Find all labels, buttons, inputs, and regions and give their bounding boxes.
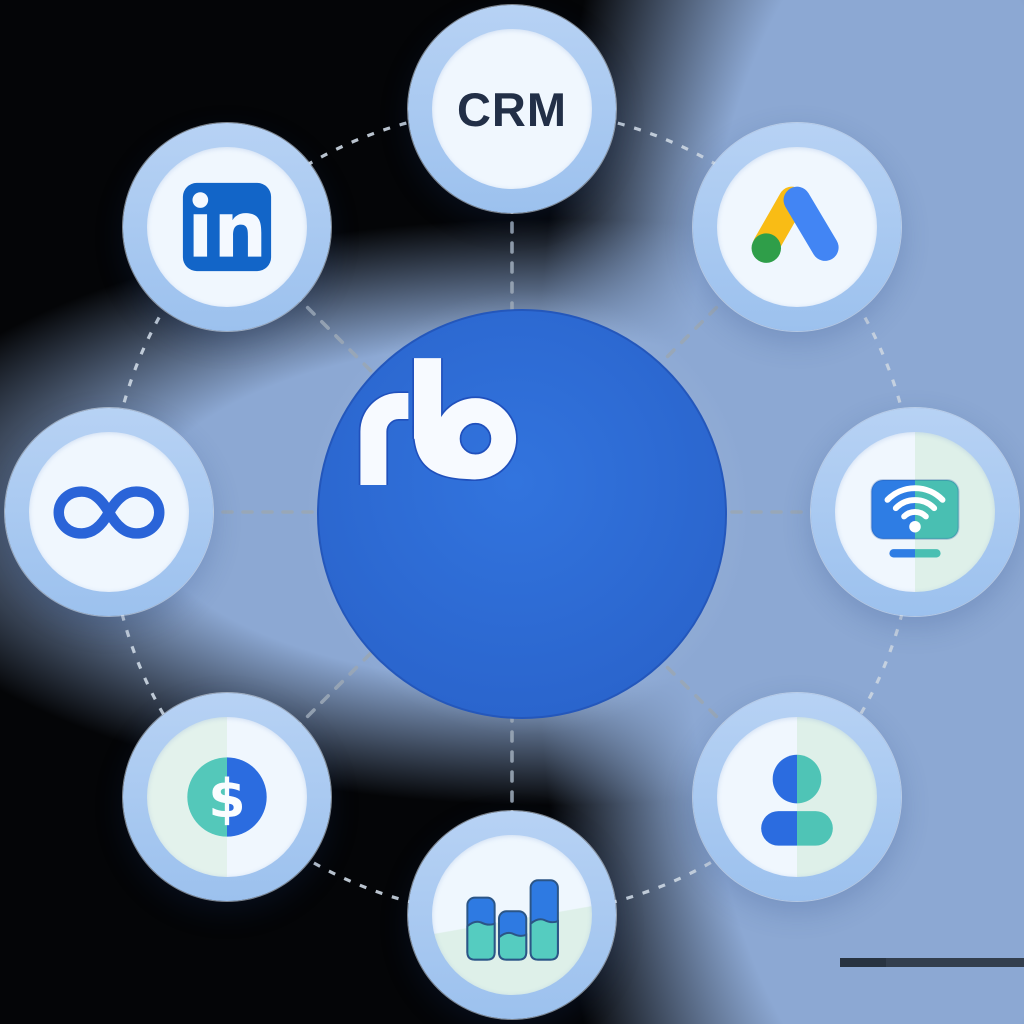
wifi-waves bbox=[884, 485, 946, 520]
letter-b-join bbox=[414, 427, 476, 480]
node-analytics bbox=[408, 811, 616, 1019]
node-contact-inner bbox=[717, 717, 877, 877]
google-ads-icon bbox=[751, 186, 839, 263]
rb-logo-letters bbox=[358, 358, 518, 485]
node-google-ads bbox=[693, 123, 901, 331]
bar-chart-icon bbox=[466, 879, 559, 961]
node-meta-inner bbox=[29, 432, 189, 592]
hub-rb-logo bbox=[317, 309, 727, 719]
node-connected-tv-inner bbox=[835, 432, 995, 592]
node-linkedin-inner bbox=[147, 147, 307, 307]
person-icon bbox=[761, 754, 833, 846]
node-analytics-inner bbox=[432, 835, 592, 995]
dollar-sign: $ bbox=[208, 767, 245, 830]
node-contact bbox=[693, 693, 901, 901]
meta-infinity-icon bbox=[53, 485, 165, 539]
crm-label: CRM bbox=[456, 82, 568, 136]
letter-r bbox=[360, 393, 409, 485]
dollar-coin-icon: $ bbox=[187, 757, 267, 837]
linkedin-icon bbox=[182, 182, 272, 272]
node-revenue-inner: $ bbox=[147, 717, 307, 877]
node-connected-tv bbox=[811, 408, 1019, 616]
tv-wifi-icon bbox=[870, 479, 960, 558]
artifact-bar bbox=[840, 958, 1024, 967]
node-linkedin bbox=[123, 123, 331, 331]
node-crm: CRM bbox=[408, 5, 616, 213]
node-revenue: $ bbox=[123, 693, 331, 901]
node-google-ads-inner bbox=[717, 147, 877, 307]
node-meta bbox=[5, 408, 213, 616]
node-crm-inner: CRM bbox=[432, 29, 592, 189]
